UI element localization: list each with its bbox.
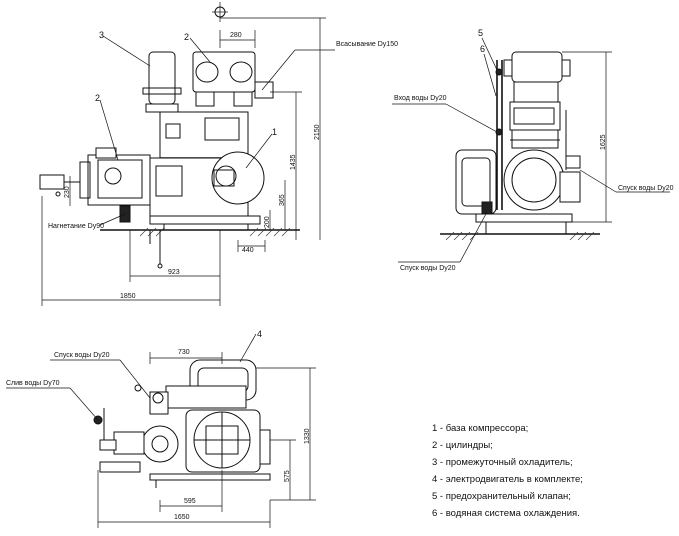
legend-item: 4 - электродвигатель в комплекте; [432, 474, 583, 485]
water-drain-right-label: Спуск воды Dy20 [618, 185, 674, 192]
dim-923: 923 [168, 269, 180, 276]
dim-200: 200 [264, 216, 271, 228]
front-view [39, 2, 335, 306]
dim-440: 440 [242, 247, 254, 254]
callout-2-left: 2 [95, 93, 100, 103]
legend-item: 2 - цилиндры; [432, 440, 493, 451]
dim-575: 575 [284, 470, 291, 482]
dim-1650: 1650 [174, 514, 190, 521]
callout-6: 6 [480, 44, 485, 54]
dim-1625: 1625 [600, 134, 607, 150]
callout-2-top: 2 [184, 32, 189, 42]
dim-1435: 1435 [290, 154, 297, 170]
water-in-label: Вход воды Dy20 [394, 95, 447, 102]
dim-730: 730 [178, 349, 190, 356]
dim-280: 280 [230, 32, 242, 39]
suction-label: Всасывание Dy150 [336, 41, 398, 48]
legend-item: 3 - промежуточный охладитель; [432, 457, 573, 468]
legend-item: 6 - водяная система охлаждения. [432, 508, 580, 519]
dim-595: 595 [184, 498, 196, 505]
dim-2150: 2150 [314, 124, 321, 140]
plan-view [6, 333, 316, 528]
water-out-label: Слив воды Dy70 [6, 380, 60, 387]
side-view [392, 37, 670, 263]
dim-230: 230 [64, 186, 71, 198]
callout-5: 5 [478, 28, 483, 38]
water-drain-bottom-label: Спуск воды Dy20 [400, 265, 456, 272]
dim-365: 365 [279, 194, 286, 206]
legend: 1 - база компрессора; 2 - цилиндры; 3 - … [432, 420, 662, 522]
legend-item: 1 - база компрессора; [432, 423, 529, 434]
dim-1850: 1850 [120, 293, 136, 300]
dim-1330: 1330 [304, 428, 311, 444]
legend-item: 5 - предохранительный клапан; [432, 491, 571, 502]
discharge-label: Нагнетание Dy90 [48, 223, 104, 230]
water-drain-top-label: Спуск воды Dy20 [54, 352, 110, 359]
callout-3: 3 [99, 30, 104, 40]
callout-1: 1 [272, 127, 277, 137]
callout-4: 4 [257, 329, 262, 339]
